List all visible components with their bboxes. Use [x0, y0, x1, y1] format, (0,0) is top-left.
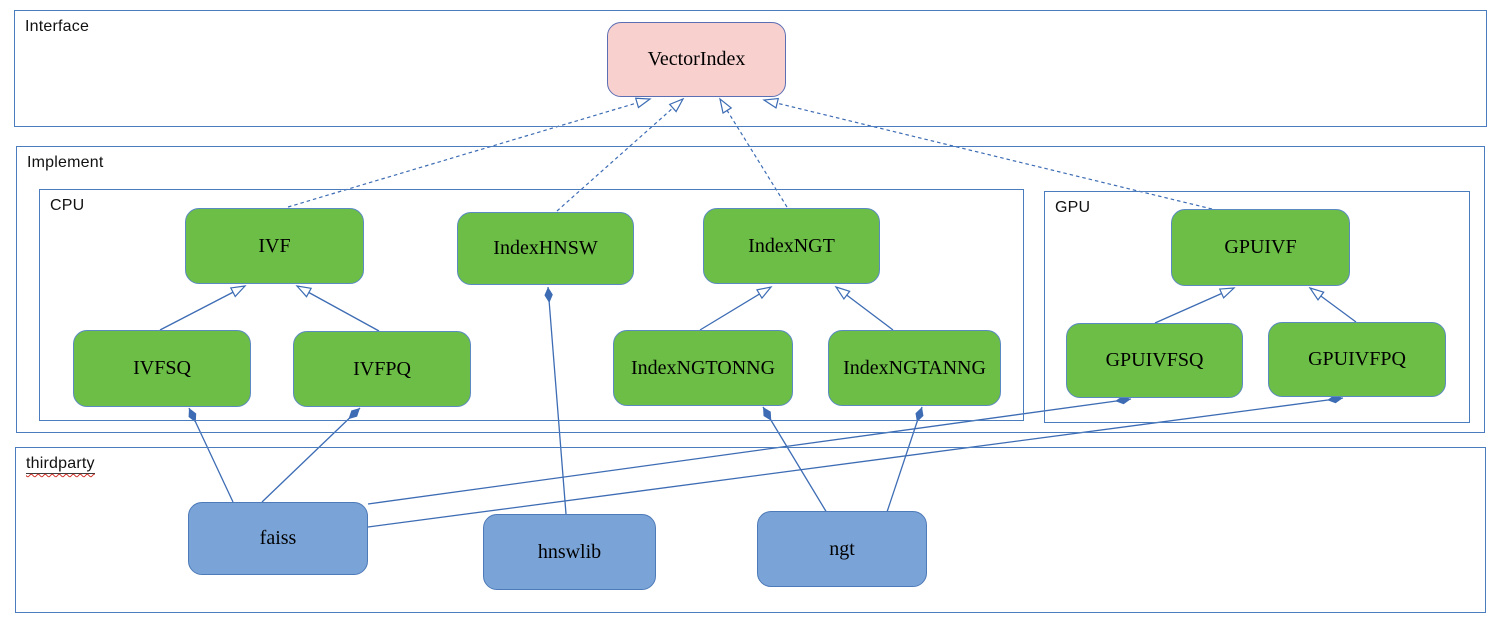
container-thirdparty-label: thirdparty [26, 455, 95, 474]
node-gpuivfpq: GPUIVFPQ [1268, 322, 1446, 397]
container-gpu-label: GPU [1055, 199, 1091, 216]
node-indexngt: IndexNGT [703, 208, 880, 284]
node-ngt-label: ngt [829, 537, 855, 560]
node-gpuivf-label: GPUIVF [1224, 236, 1297, 258]
container-gpu: GPU [1044, 191, 1470, 423]
node-indexngt-label: IndexNGT [748, 234, 835, 257]
node-hnswlib-label: hnswlib [537, 540, 602, 563]
node-ngt: ngt [757, 511, 927, 587]
node-indexhnsw-label: IndexHNSW [493, 237, 598, 259]
node-indexhnsw: IndexHNSW [457, 212, 634, 285]
node-ivf: IVF [185, 208, 364, 284]
container-interface-label: Interface [25, 18, 90, 35]
node-gpuivfsq-label: GPUIVFSQ [1105, 349, 1204, 371]
node-gpuivfpq-label: GPUIVFPQ [1308, 348, 1406, 370]
container-cpu: CPU [39, 189, 1024, 421]
node-ivf-label: IVF [258, 234, 291, 257]
node-ivfsq-label: IVFSQ [133, 357, 191, 379]
node-indexngtanng: IndexNGTANNG [828, 330, 1001, 406]
node-indexngtonng-label: IndexNGTONNG [630, 356, 776, 379]
node-ivfpq-label: IVFPQ [353, 357, 411, 380]
node-hnswlib: hnswlib [483, 514, 656, 590]
node-indexngtanng-label: IndexNGTANNG [843, 356, 986, 379]
node-ivfpq: IVFPQ [293, 331, 471, 407]
node-ivfsq: IVFSQ [73, 330, 251, 407]
node-gpuivfsq: GPUIVFSQ [1066, 323, 1243, 398]
container-interface: Interface [14, 10, 1487, 127]
container-implement: Implement [16, 146, 1485, 433]
node-faiss: faiss [188, 502, 368, 575]
node-indexngtonng: IndexNGTONNG [613, 330, 793, 406]
node-gpuivf: GPUIVF [1171, 209, 1350, 286]
node-faiss-label: faiss [259, 527, 297, 549]
node-vectorindex: VectorIndex [607, 22, 786, 97]
container-cpu-label: CPU [50, 197, 85, 214]
container-thirdparty: thirdparty [15, 447, 1486, 613]
node-vectorindex-label: VectorIndex [647, 48, 746, 70]
container-implement-label: Implement [27, 154, 104, 171]
